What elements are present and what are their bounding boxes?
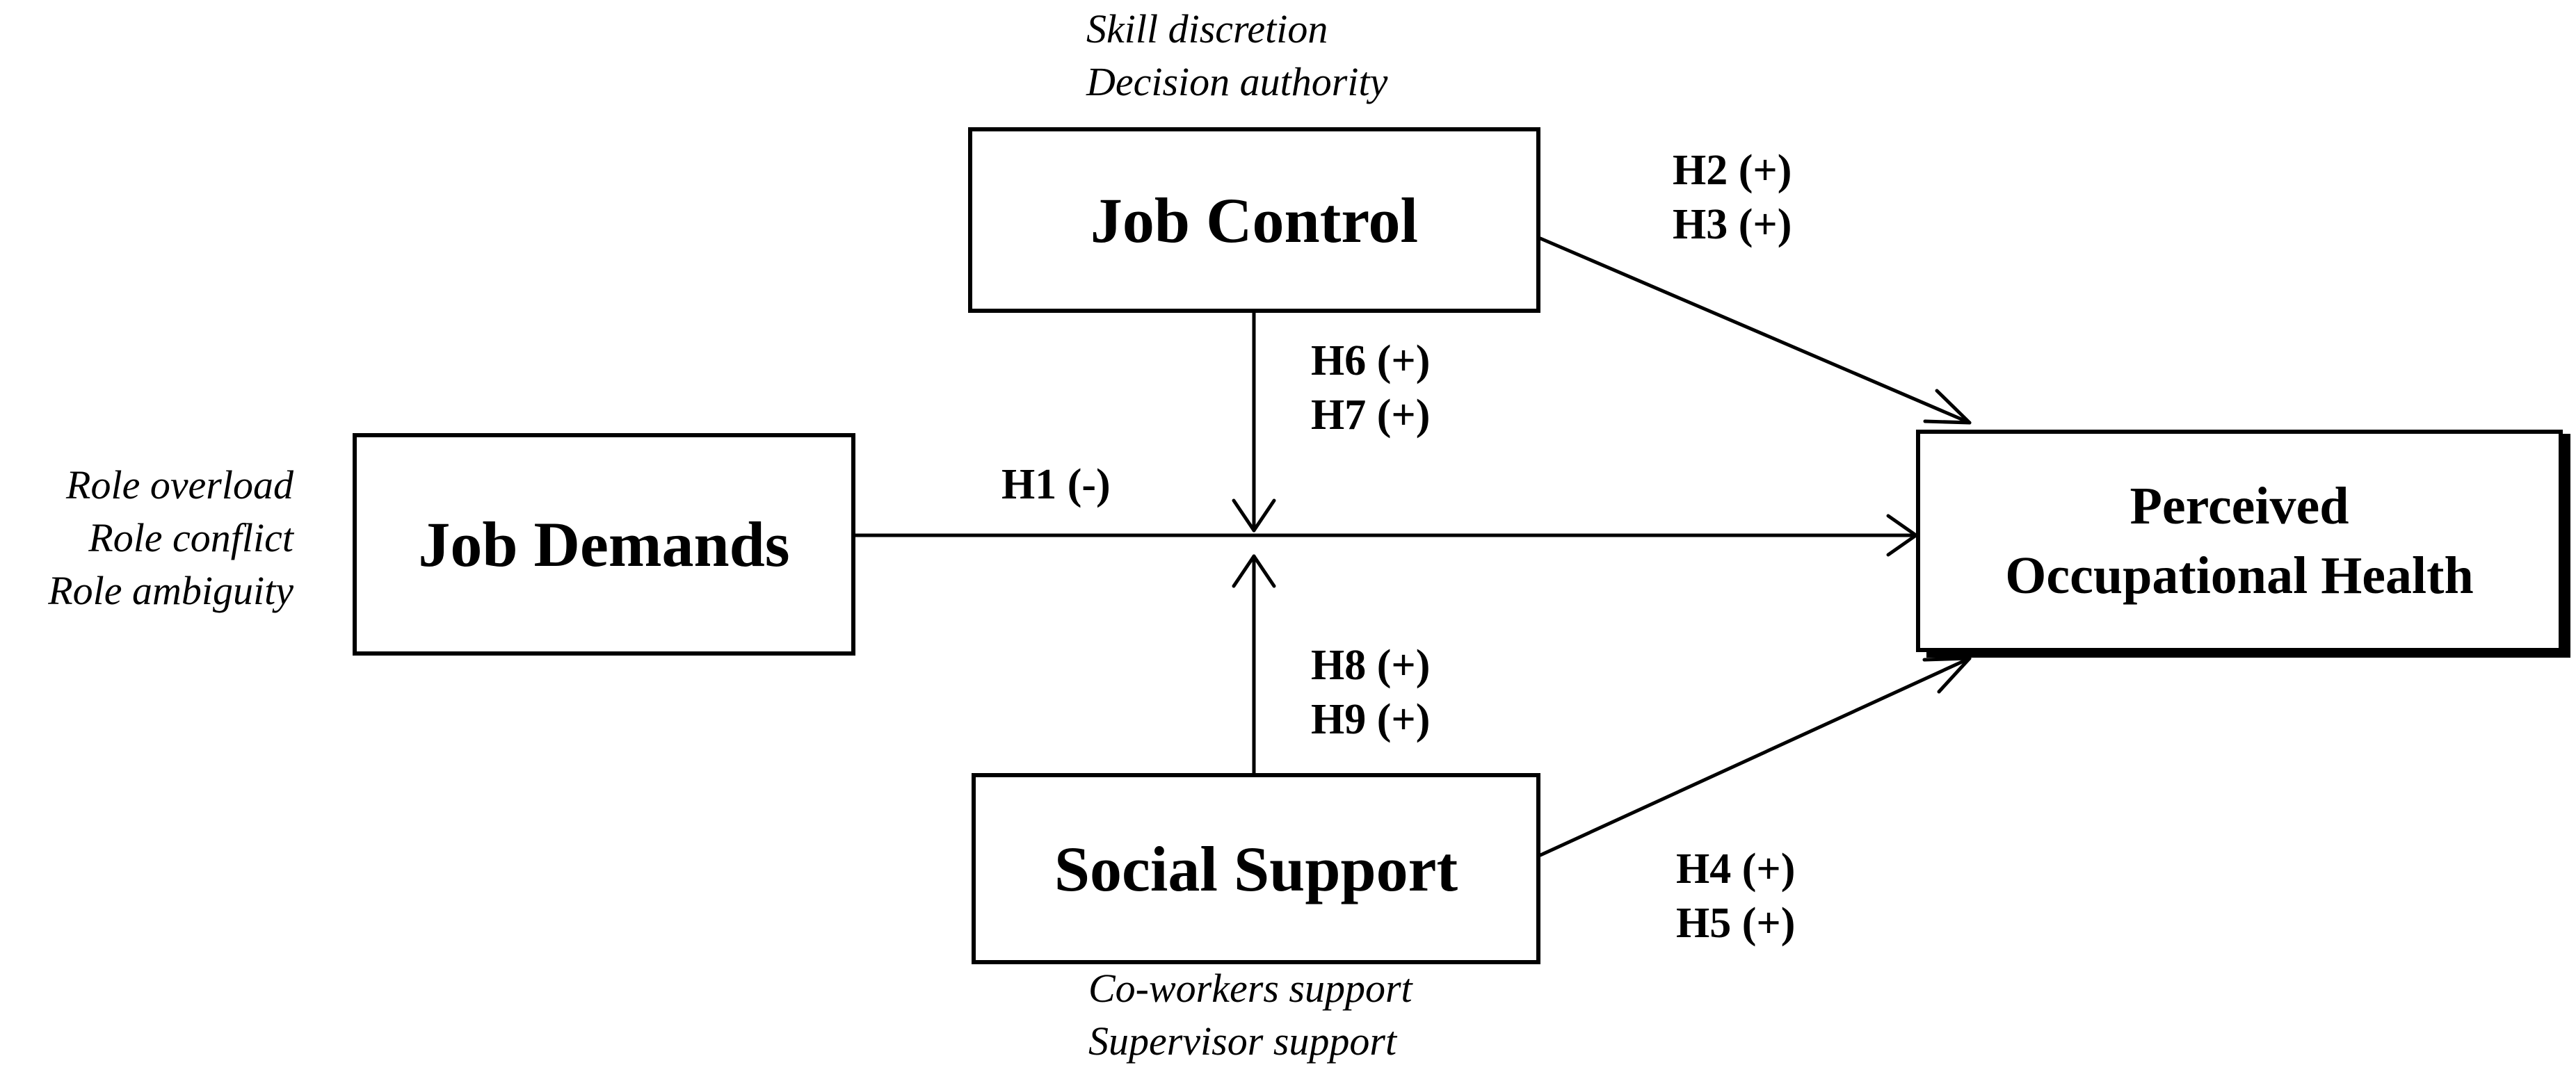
hypothesis-label: H7 (+) — [1311, 391, 1431, 439]
hypotheses-control-moderation: H6 (+) H7 (+) — [1311, 334, 1430, 442]
hypothesis-label: H1 (-) — [1001, 461, 1111, 508]
arrowhead-support-to-health — [1922, 656, 1972, 694]
job-demands-box: Job Demands — [353, 433, 855, 656]
hypothesis-label: H9 (+) — [1311, 696, 1431, 743]
job-control-dimensions: Skill discretion Decision authority — [1086, 3, 1387, 108]
social-support-box: Social Support — [972, 773, 1540, 964]
hypothesis-demands-to-health: H1 (-) — [1001, 457, 1111, 512]
social-support-dimensions: Co-workers support Supervisor support — [1088, 962, 1412, 1068]
dimension-label: Role ambiguity — [48, 568, 293, 613]
perceived-health-title-line1: Perceived — [2130, 477, 2349, 535]
job-control-box: Job Control — [968, 127, 1540, 313]
arrowhead-control-to-health — [1923, 389, 1972, 425]
hypothesis-label: H5 (+) — [1676, 900, 1796, 947]
dimension-label: Co-workers support — [1088, 966, 1412, 1011]
dimension-label: Decision authority — [1086, 59, 1388, 104]
hypotheses-control-to-health: H2 (+) H3 (+) — [1673, 143, 1792, 252]
perceived-health-title-line2: Occupational Health — [2005, 546, 2474, 605]
hypotheses-support-to-health: H4 (+) H5 (+) — [1676, 842, 1795, 950]
dimension-label: Supervisor support — [1088, 1018, 1397, 1064]
hypotheses-support-moderation: H8 (+) H9 (+) — [1311, 638, 1430, 747]
hypothesis-label: H4 (+) — [1676, 845, 1796, 893]
dimension-label: Skill discretion — [1086, 6, 1328, 51]
arrowhead-support-moderation — [1232, 554, 1276, 588]
arrow-control-to-health — [1538, 236, 1972, 425]
job-demands-dimensions: Role overload Role conflict Role ambigui… — [0, 459, 293, 617]
hypothesis-label: H6 (+) — [1311, 337, 1431, 384]
dimension-label: Role conflict — [88, 515, 293, 560]
hypothesis-label: H3 (+) — [1673, 201, 1792, 248]
job-control-title: Job Control — [1090, 184, 1419, 256]
hypothesis-label: H2 (+) — [1673, 147, 1792, 194]
hypothesis-label: H8 (+) — [1311, 642, 1431, 689]
dimension-label: Role overload — [66, 462, 293, 507]
arrow-support-to-health — [1538, 656, 1972, 857]
perceived-health-box: Perceived Occupational Health — [1916, 430, 2563, 652]
arrowhead-control-moderation — [1232, 498, 1276, 533]
social-support-title: Social Support — [1054, 833, 1458, 904]
job-demands-title: Job Demands — [418, 509, 790, 580]
